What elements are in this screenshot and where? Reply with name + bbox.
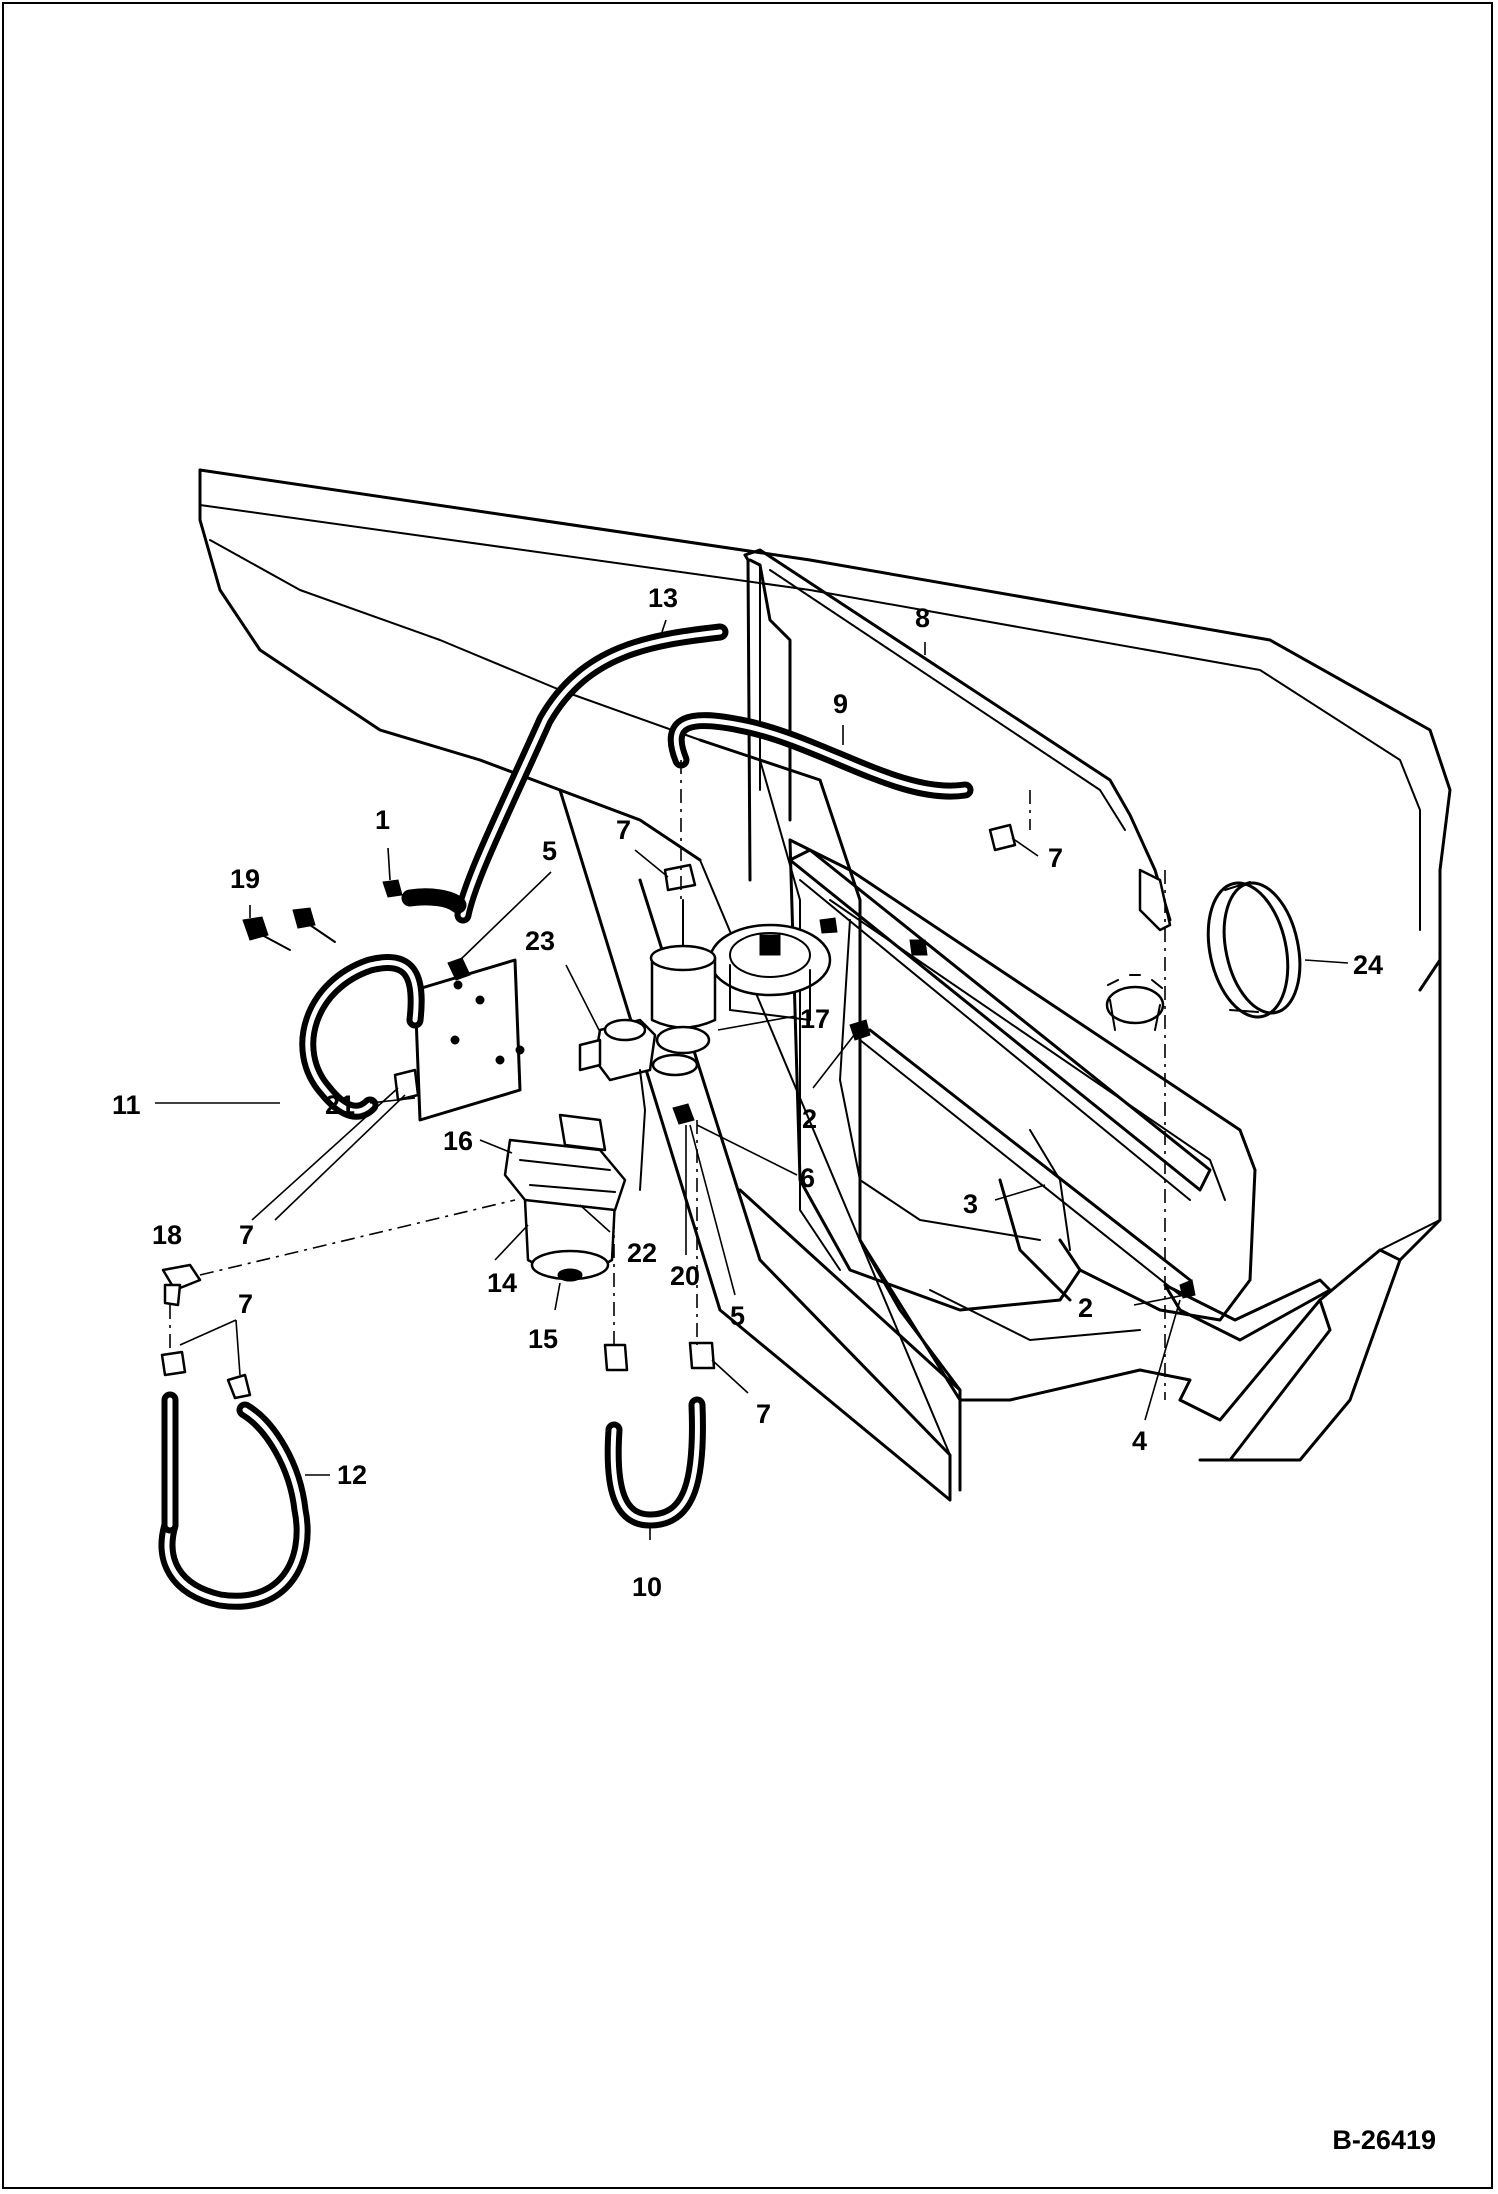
- callout-7: 7: [239, 1220, 254, 1250]
- valve-plate-21: [413, 958, 525, 1122]
- callout-13: 13: [648, 583, 678, 613]
- callout-17: 17: [800, 1004, 830, 1034]
- callout-2: 2: [802, 1104, 817, 1134]
- callout-12: 12: [337, 1460, 367, 1490]
- callout-1: 1: [375, 805, 390, 835]
- hoses: [158, 623, 974, 1610]
- callout-21: 21: [325, 1090, 355, 1120]
- callout-23: 23: [525, 926, 555, 956]
- upperstructure-frame: [198, 468, 1452, 1502]
- callout-5: 5: [542, 836, 557, 866]
- callout-22: 22: [627, 1238, 657, 1268]
- clamp-ring-24: [1206, 881, 1302, 1019]
- callout-10: 10: [632, 1572, 662, 1602]
- callout-11: 11: [112, 1090, 141, 1120]
- callout-6: 6: [800, 1163, 815, 1193]
- callout-labels: 1 19 13 8 9 5 7 7 23 17 24 11 21 2 6 16 …: [112, 583, 1383, 1602]
- document-number: B-26419: [1332, 2125, 1436, 2155]
- callout-5: 5: [730, 1301, 745, 1331]
- callout-16: 16: [443, 1126, 473, 1156]
- callout-8: 8: [915, 603, 930, 633]
- callout-7: 7: [1048, 843, 1063, 873]
- fittings: [160, 823, 1196, 1400]
- callout-3: 3: [963, 1189, 978, 1219]
- filter-bracket-16: [503, 1113, 627, 1212]
- callout-24: 24: [1353, 950, 1383, 980]
- callout-7: 7: [756, 1399, 771, 1429]
- tank-straps: [859, 1028, 1332, 1342]
- callout-18: 18: [152, 1220, 182, 1250]
- assembly-center-lines: [169, 760, 1166, 1400]
- inline-filter: [649, 899, 717, 1055]
- fuel-pump-23: [578, 1018, 657, 1191]
- callout-2: 2: [1078, 1293, 1093, 1323]
- callout-7: 7: [616, 815, 631, 845]
- cover-panel-8: [743, 548, 1172, 932]
- callout-7: 7: [238, 1289, 253, 1319]
- callout-15: 15: [528, 1324, 558, 1354]
- callout-14: 14: [487, 1268, 517, 1298]
- fuel-filter-14: [523, 1198, 617, 1282]
- fuel-tank-3: [788, 838, 1257, 1322]
- callout-19: 19: [230, 864, 260, 894]
- leader-lines: [155, 619, 1349, 1540]
- callout-20: 20: [670, 1261, 700, 1291]
- callout-4: 4: [1132, 1426, 1147, 1456]
- callout-9: 9: [833, 689, 848, 719]
